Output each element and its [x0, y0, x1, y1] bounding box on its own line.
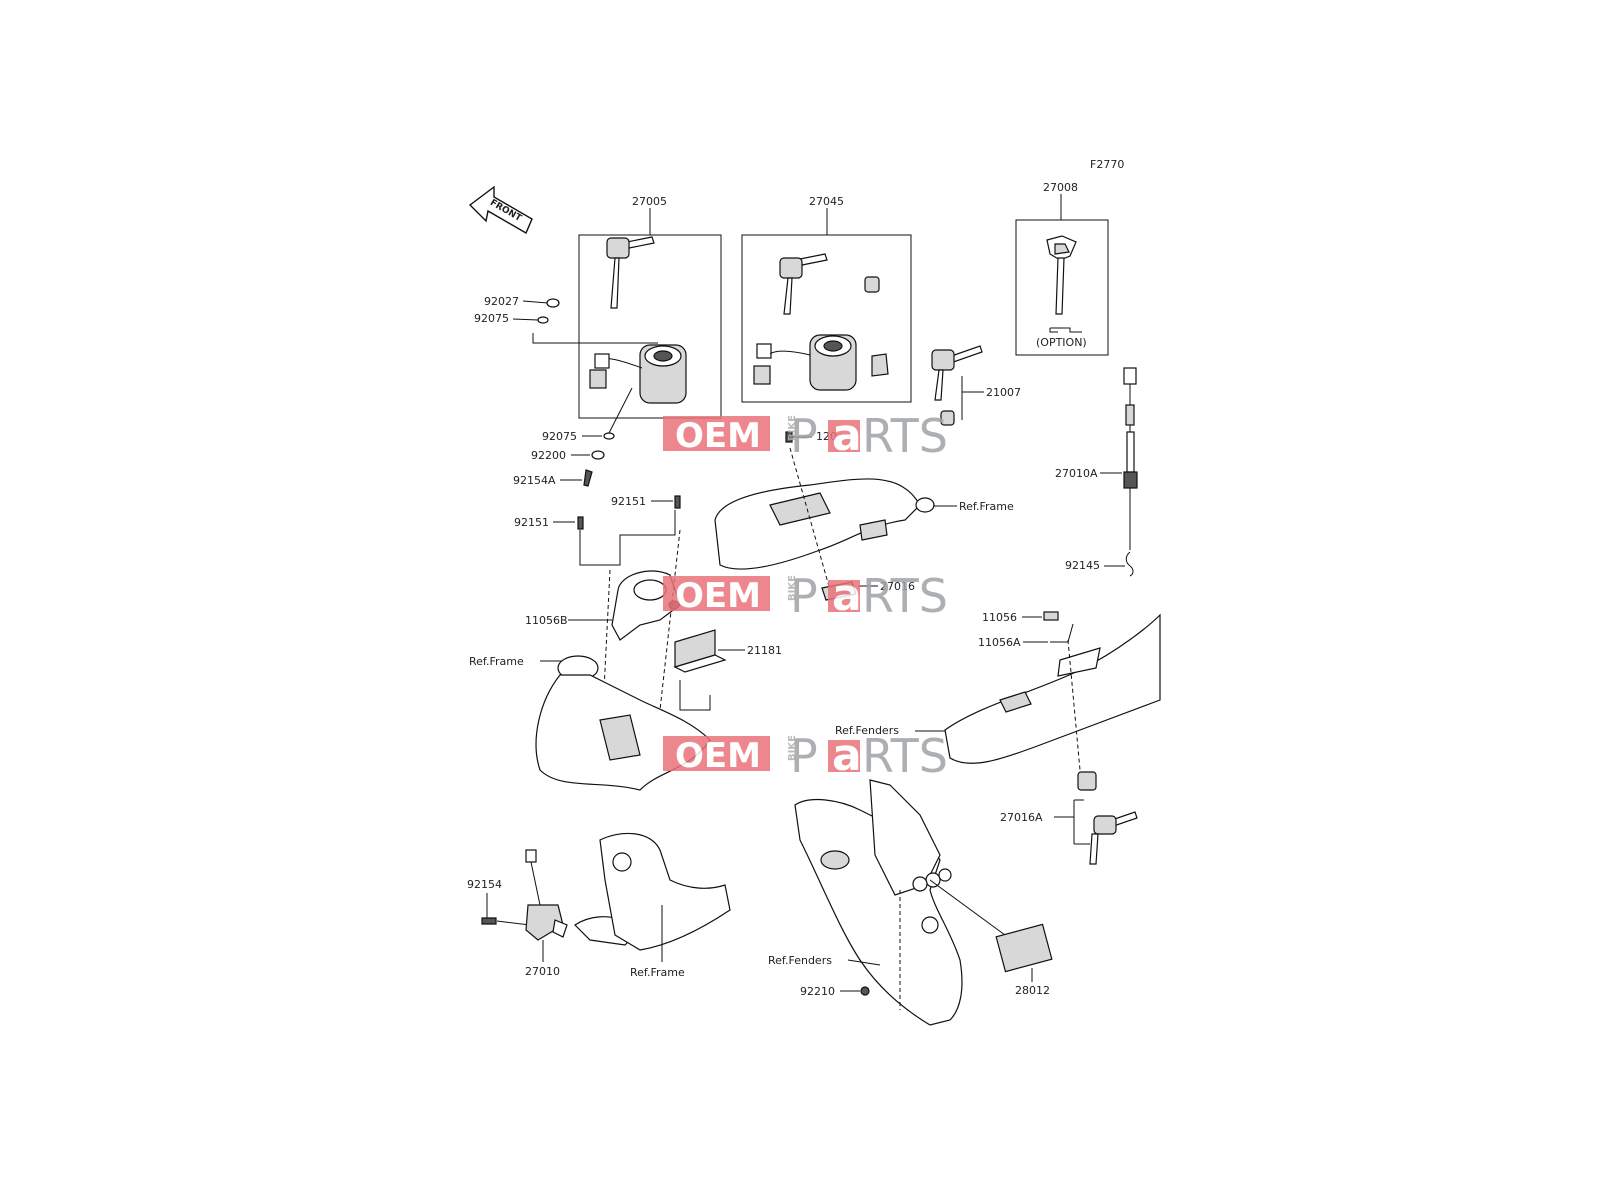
part-label-27010A: 27010A — [1055, 467, 1098, 480]
part-label-92151: 92151 — [611, 495, 646, 508]
washer-icon — [603, 432, 615, 440]
part-box-27005 — [578, 234, 722, 419]
svg-text:RTS: RTS — [862, 729, 948, 783]
part-box-27045 — [741, 234, 912, 403]
svg-text:P: P — [790, 409, 818, 463]
figure-code: F2770 — [1090, 158, 1124, 171]
clip-icon — [1050, 623, 1074, 643]
ecu-module-icon — [673, 629, 727, 711]
switch-icon — [1123, 367, 1138, 550]
svg-text:P: P — [790, 729, 818, 783]
ref-fenders-label: Ref.Fenders — [835, 724, 899, 737]
svg-text:BIKE: BIKE — [787, 735, 798, 761]
svg-text:BIKE: BIKE — [787, 575, 798, 601]
svg-text:a: a — [832, 570, 862, 621]
bolt-icon — [577, 516, 584, 530]
part-label-92027: 92027 — [484, 295, 519, 308]
bolt-icon — [583, 469, 593, 487]
key-set-icon — [931, 345, 983, 401]
part-box-27008 — [1015, 219, 1109, 356]
part-label-92154: 92154 — [467, 878, 502, 891]
key-set-icon — [1089, 811, 1138, 865]
part-label-27005: 27005 — [632, 195, 667, 208]
front-arrow-icon: FRONT — [468, 185, 533, 235]
washer-icon — [591, 450, 605, 460]
option-label: (OPTION) — [1036, 336, 1087, 349]
lock-cylinder-icon — [940, 410, 955, 426]
ref-frame-label: Ref.Frame — [959, 500, 1014, 513]
part-label-27016A: 27016A — [1000, 811, 1043, 824]
svg-text:a: a — [832, 730, 862, 781]
svg-text:P: P — [790, 569, 818, 623]
svg-text:OEM: OEM — [675, 576, 761, 616]
svg-text:BIKE: BIKE — [787, 415, 798, 441]
svg-text:a: a — [832, 410, 862, 461]
key-set-icon — [779, 253, 828, 315]
part-label-92154A: 92154A — [513, 474, 556, 487]
key-icon — [1046, 235, 1077, 315]
ref-fenders-label: Ref.Fenders — [768, 954, 832, 967]
lock-cylinder-icon — [864, 276, 880, 293]
ignition-switch-icon — [589, 344, 687, 404]
part-label-11056A: 11056A — [978, 636, 1021, 649]
part-label-92210: 92210 — [800, 985, 835, 998]
rear-fender-icon — [794, 779, 963, 1026]
part-label-27045: 27045 — [809, 195, 844, 208]
svg-text:RTS: RTS — [862, 569, 948, 623]
svg-text:OEM: OEM — [675, 416, 761, 456]
part-label-92145: 92145 — [1065, 559, 1100, 572]
key-set-icon — [606, 236, 655, 309]
part-label-27016: 27016 — [880, 580, 915, 593]
part-label-92075: 92075 — [474, 312, 509, 325]
part-label-28012: 28012 — [1015, 984, 1050, 997]
nut-icon — [860, 986, 870, 996]
svg-text:OEM: OEM — [675, 736, 761, 776]
bolt-icon — [674, 495, 681, 509]
part-label-92200: 92200 — [531, 449, 566, 462]
screw-icon — [785, 431, 793, 443]
side-stand-bracket-icon — [574, 832, 731, 951]
side-stand-switch-icon — [525, 849, 568, 941]
svg-text:RTS: RTS — [862, 409, 948, 463]
part-label-27008: 27008 — [1043, 181, 1078, 194]
part-label-92075: 92075 — [542, 430, 577, 443]
watermark: OEM BIKE P a RTS OEM BIKE P a RTS OEM BI… — [663, 409, 948, 783]
lock-cylinder-icon — [1077, 771, 1097, 791]
rear-cowl-icon — [944, 613, 1161, 764]
clip-icon — [1043, 611, 1059, 621]
part-label-11056B: 11056B — [525, 614, 568, 627]
part-label-11056: 11056 — [982, 611, 1017, 624]
washer-icon — [546, 298, 560, 308]
washer-icon — [537, 316, 549, 324]
part-label-92151: 92151 — [514, 516, 549, 529]
ref-frame-label: Ref.Frame — [469, 655, 524, 668]
part-label-27010: 27010 — [525, 965, 560, 978]
bolt-icon — [481, 917, 497, 925]
ref-frame-label: Ref.Frame — [630, 966, 685, 979]
ignition-switch-icon — [753, 334, 857, 391]
lock-bracket-icon — [871, 353, 889, 377]
part-label-21007: 21007 — [986, 386, 1021, 399]
upper-frame-icon — [714, 478, 935, 570]
spring-clip-icon — [1125, 551, 1134, 577]
part-label-21181: 21181 — [747, 644, 782, 657]
reflector-plate-icon — [995, 923, 1053, 973]
